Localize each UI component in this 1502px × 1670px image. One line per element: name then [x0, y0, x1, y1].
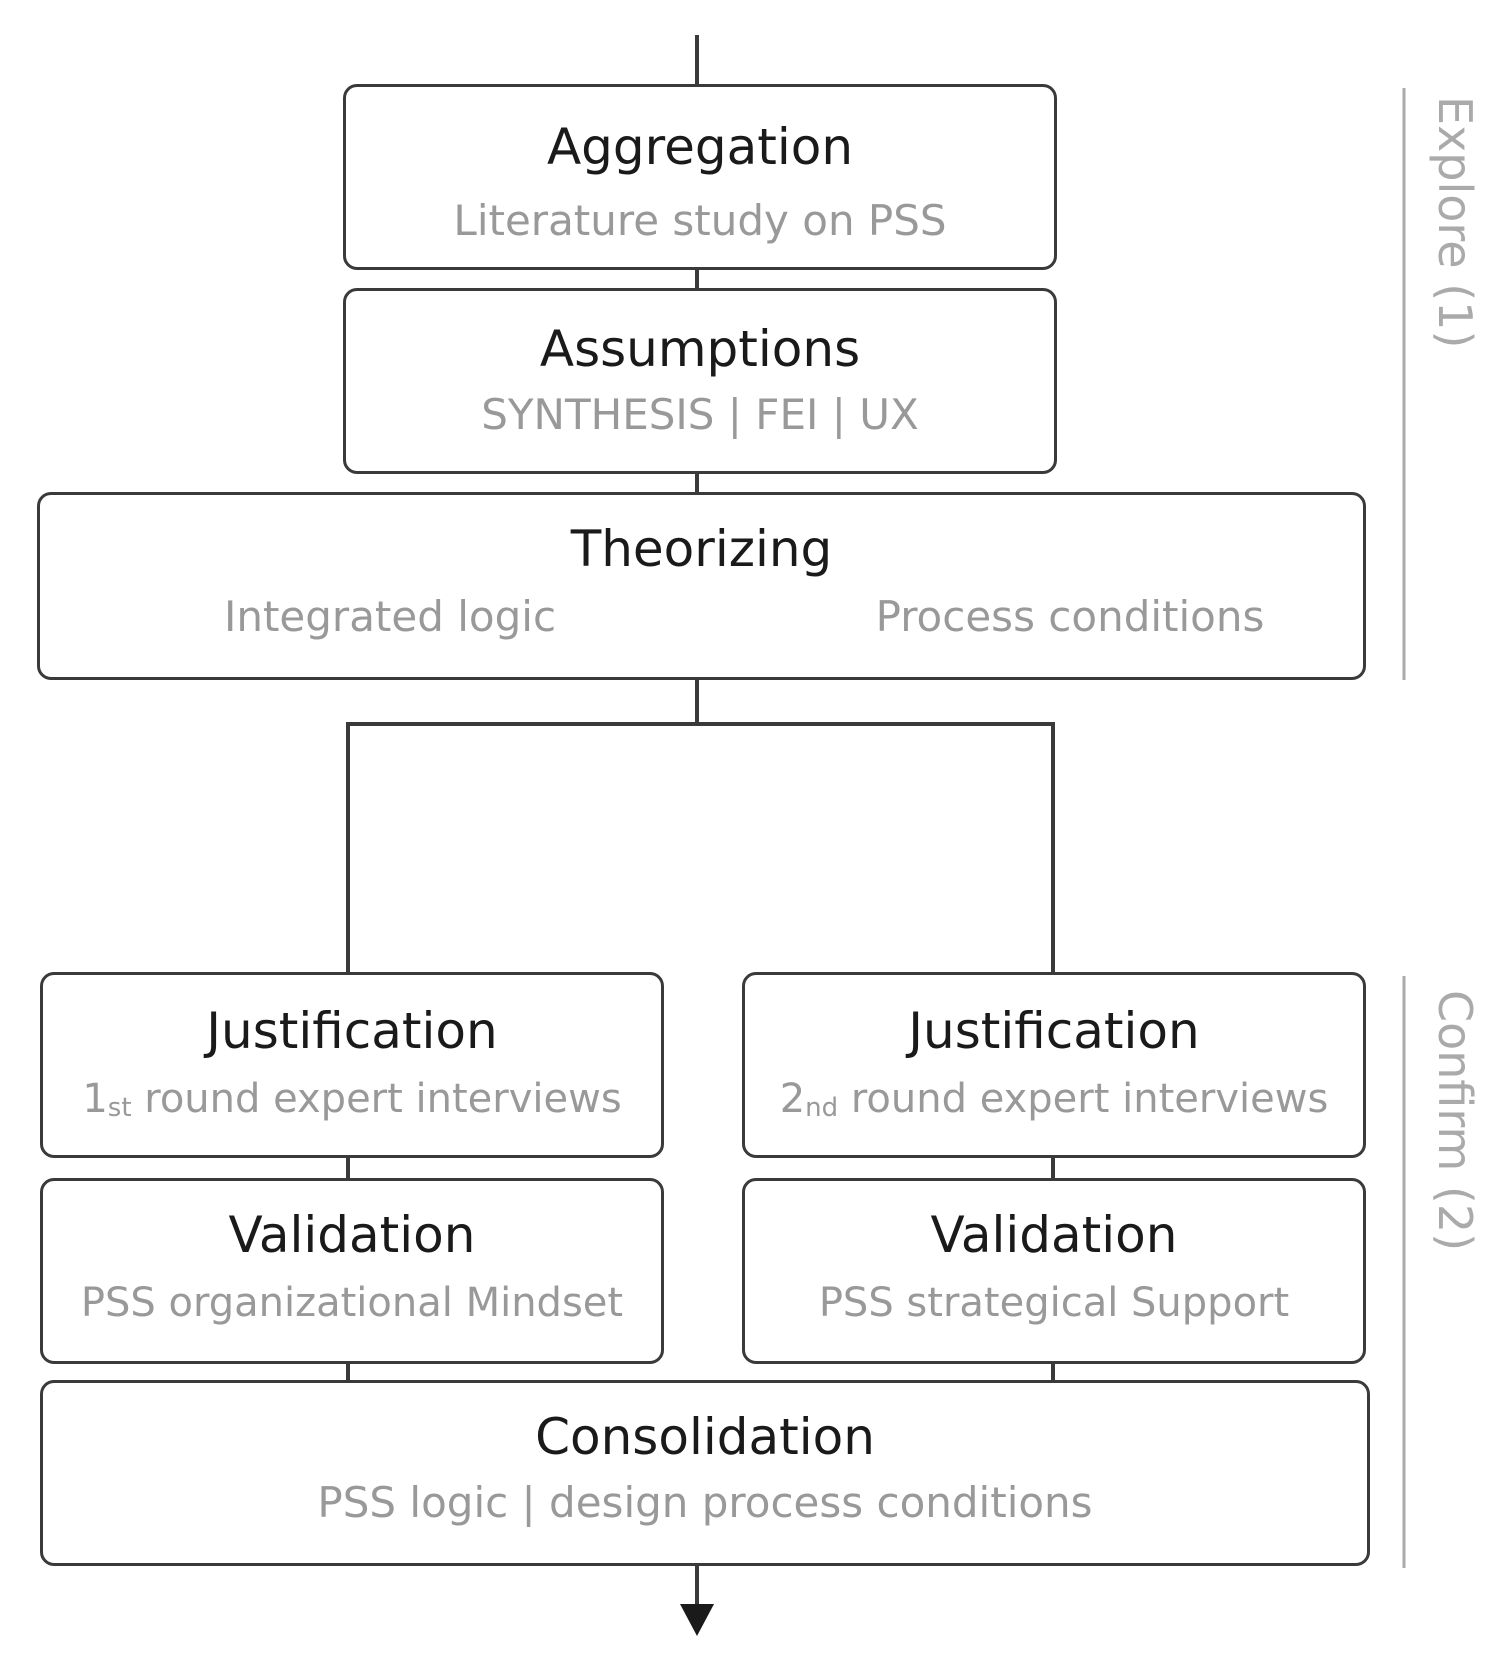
theorizing-box: Theorizing Integrated logic Process cond… [37, 492, 1366, 680]
assumptions-box: Assumptions SYNTHESIS | FEI | UX [343, 288, 1057, 474]
validation-1-subtitle: PSS organizational Mindset [80, 1280, 624, 1326]
justification-2-subtitle: round expert interviews [838, 1076, 1329, 1122]
theorizing-title: Theorizing [570, 520, 833, 578]
theorizing-subtitle-right: Process conditions [875, 592, 1265, 641]
validation-1-title: Validation [228, 1206, 476, 1264]
justification-1-title: Justification [206, 1002, 498, 1060]
justification-1-ordinal-suffix: st [107, 1093, 132, 1123]
validation-2-subtitle: PSS strategical Support [818, 1280, 1290, 1326]
phase-label-explore: Explore (1) [1428, 96, 1482, 349]
justification-2-ordinal-number: 2 [779, 1076, 806, 1122]
justification-1-box: Justification 1st round expert interview… [40, 972, 664, 1158]
validation-2-title: Validation [930, 1206, 1178, 1264]
consolidation-subtitle: PSS logic | design process conditions [317, 1478, 1093, 1527]
assumptions-title: Assumptions [539, 320, 861, 378]
aggregation-box: Aggregation Literature study on PSS [343, 84, 1057, 270]
justification-2-box: Justification 2nd round expert interview… [742, 972, 1366, 1158]
assumptions-subtitle: SYNTHESIS | FEI | UX [481, 390, 919, 439]
exit-arrowhead-icon [680, 1604, 714, 1636]
consolidation-box: Consolidation PSS logic | design process… [40, 1380, 1370, 1566]
justification-2-ordinal-suffix: nd [805, 1093, 839, 1123]
theorizing-subtitle-left: Integrated logic [223, 592, 557, 641]
justification-2-title: Justification [908, 1002, 1200, 1060]
validation-1-box: Validation PSS organizational Mindset [40, 1178, 664, 1364]
validation-2-box: Validation PSS strategical Support [742, 1178, 1366, 1364]
phase-label-confirm: Confirm (2) [1428, 990, 1482, 1252]
aggregation-title: Aggregation [546, 118, 854, 176]
consolidation-title: Consolidation [535, 1408, 875, 1466]
justification-1-subtitle: round expert interviews [131, 1076, 622, 1122]
aggregation-subtitle: Literature study on PSS [453, 196, 947, 245]
justification-1-subtitle-row: 1st round expert interviews [43, 1075, 661, 1128]
justification-2-subtitle-row: 2nd round expert interviews [745, 1075, 1363, 1128]
justification-1-ordinal-number: 1 [82, 1076, 108, 1122]
